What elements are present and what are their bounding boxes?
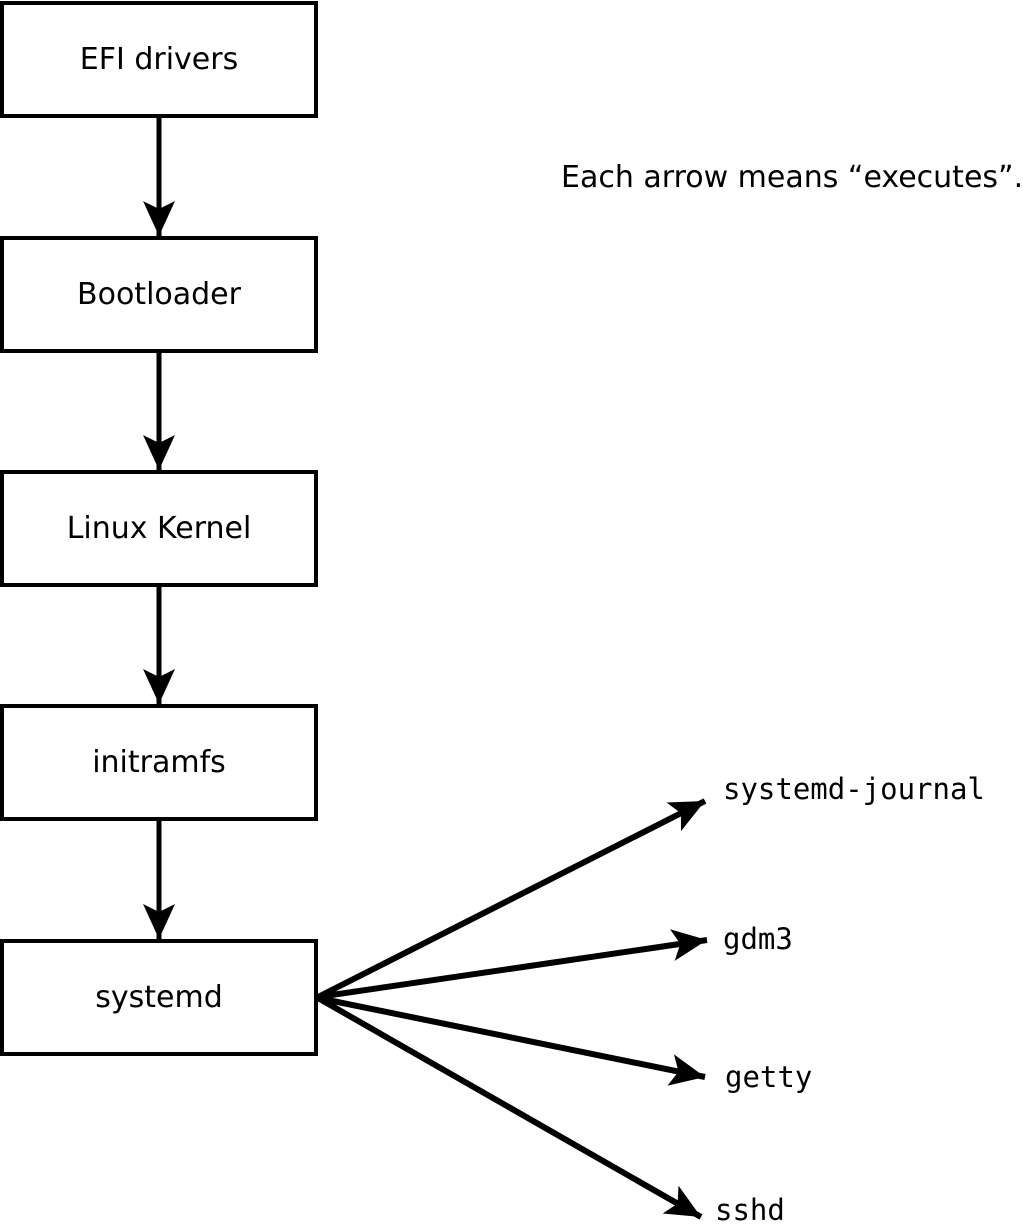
process-label-getty: getty (725, 1060, 813, 1094)
arrow-systemd-to-gdm3 (317, 929, 708, 1000)
node-label: Linux Kernel (66, 510, 252, 546)
node-bootloader: Bootloader (0, 236, 318, 353)
node-label: systemd (95, 979, 223, 1015)
arrow-systemd-to-getty (317, 995, 706, 1086)
arrow-systemd-to-sshd (316, 995, 703, 1220)
process-label-gdm3: gdm3 (723, 922, 793, 956)
node-linux-kernel: Linux Kernel (0, 470, 318, 587)
node-efi-drivers: EFI drivers (0, 1, 318, 118)
node-label: EFI drivers (79, 41, 239, 77)
process-label-systemd-journal: systemd-journal (723, 772, 985, 806)
node-systemd: systemd (0, 939, 318, 1056)
arrow-systemd-to-journal (316, 798, 707, 1000)
node-label: Bootloader (77, 276, 241, 312)
node-label: initramfs (92, 744, 226, 780)
arrow-legend-note: Each arrow means “executes”. (561, 160, 1023, 195)
process-label-sshd: sshd (715, 1193, 785, 1227)
node-initramfs: initramfs (0, 704, 318, 821)
